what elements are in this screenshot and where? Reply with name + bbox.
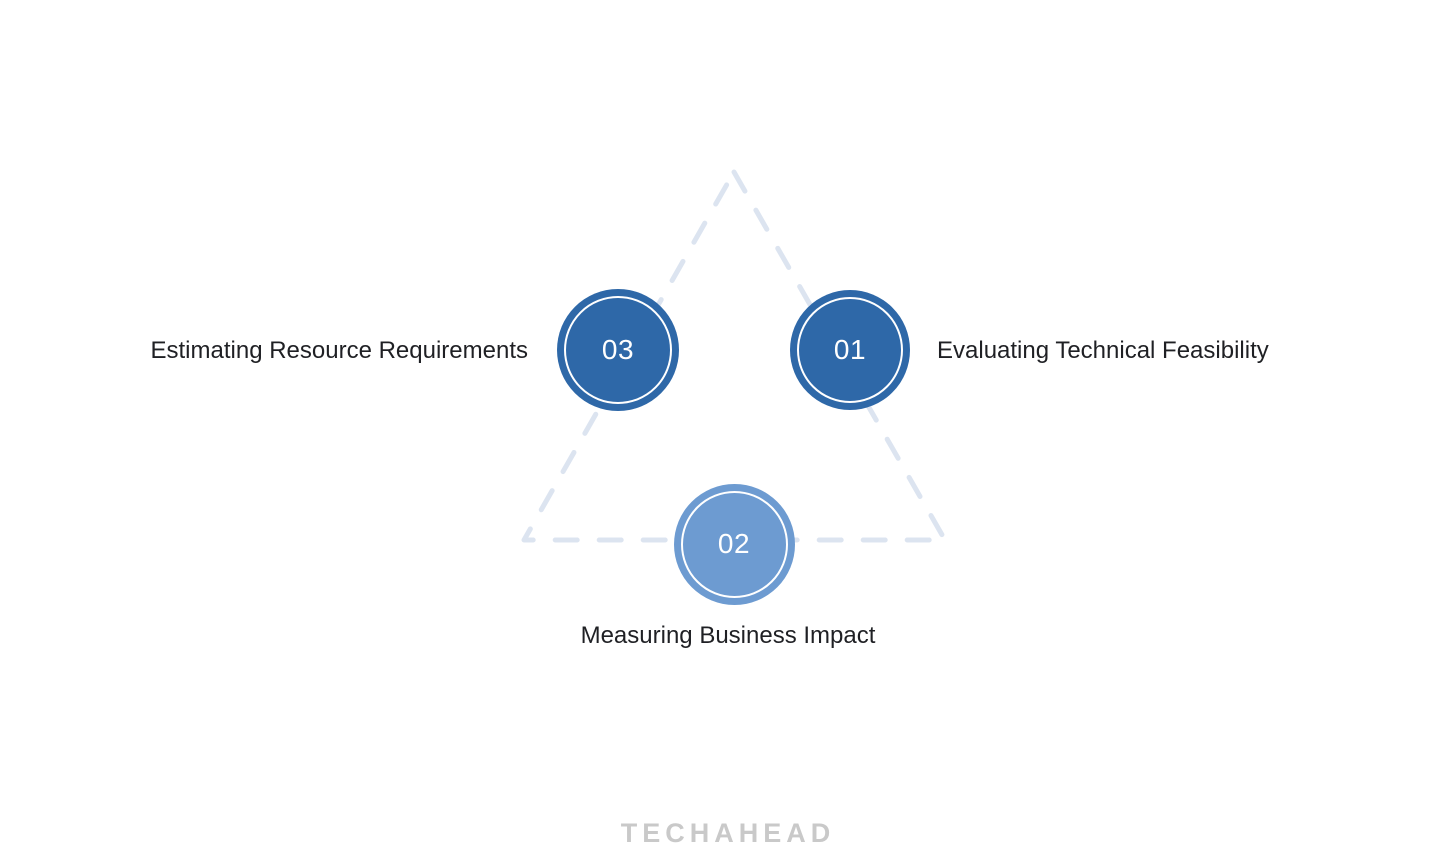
node-circle-02[interactable]: 02 (673, 483, 795, 605)
node-number-03: 03 (601, 334, 635, 365)
node-number-01: 01 (833, 334, 867, 365)
node-label-02: Measuring Business Impact (580, 622, 876, 649)
techahead-watermark: TECHAHEAD (620, 818, 836, 848)
node-inner-ring-03 (564, 296, 672, 404)
node-circle-01[interactable]: 01 (790, 290, 910, 410)
node-inner-ring-02 (680, 490, 788, 598)
node-inner-ring-01 (797, 297, 903, 403)
node-label-03: Estimating Resource Requirements (150, 337, 529, 364)
node-label-01: Evaluating Technical Feasibility (937, 337, 1269, 364)
node-number-02: 02 (717, 528, 751, 559)
node-circle-03[interactable]: 03 (557, 289, 679, 411)
